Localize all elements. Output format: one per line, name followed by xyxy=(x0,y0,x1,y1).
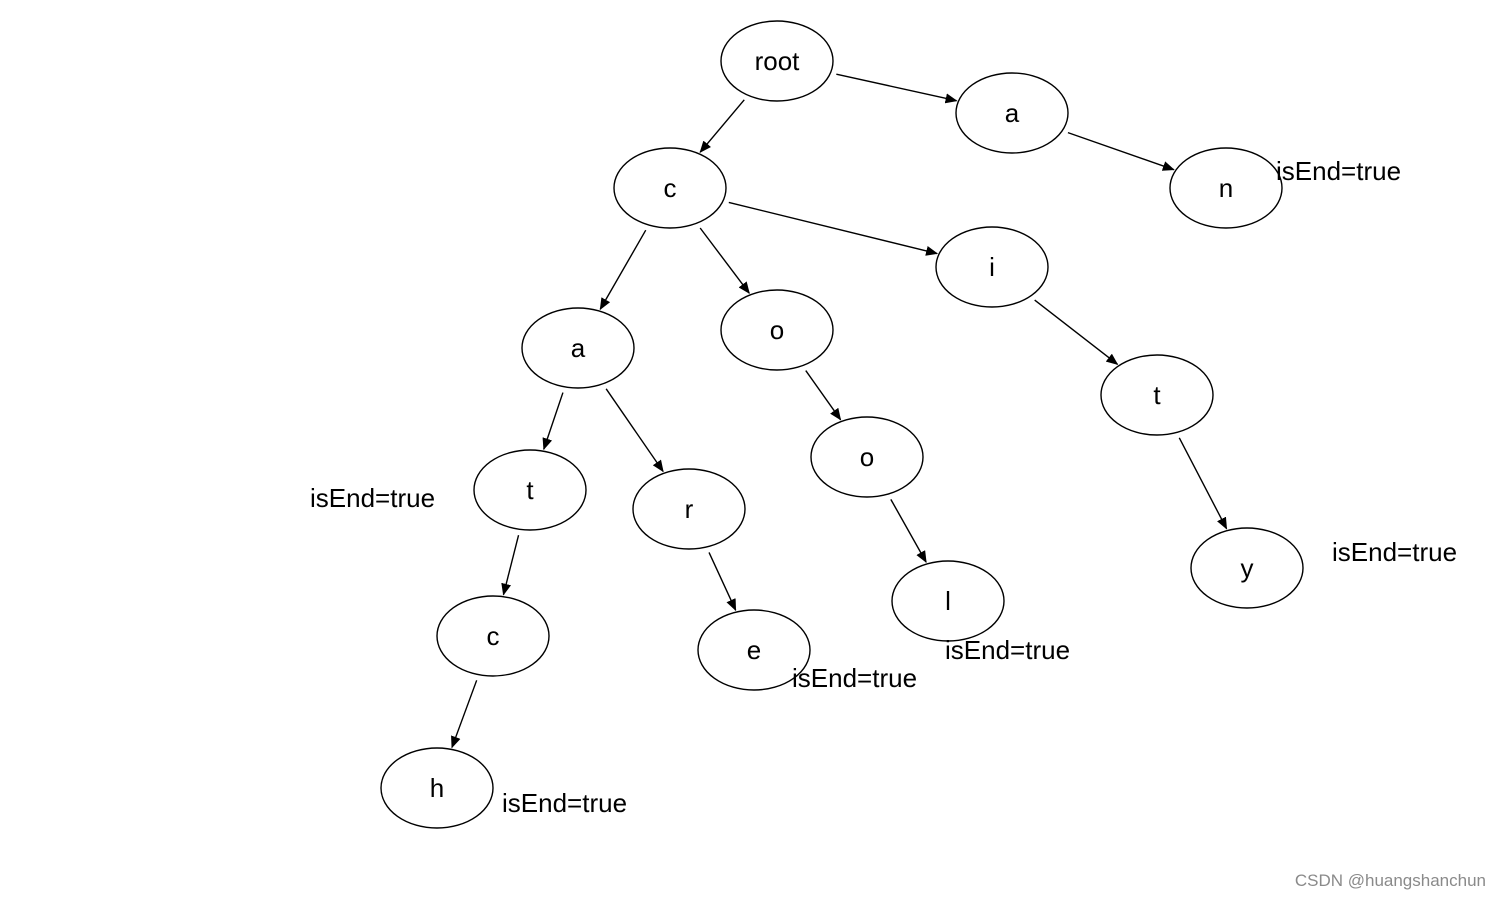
trie-node-r1: r xyxy=(632,468,746,550)
node-label: i xyxy=(989,252,995,282)
nodes-layer: root c a n a o i t r o t c e l y h xyxy=(380,20,1304,829)
edge-a2-r1 xyxy=(605,388,664,473)
node-label: root xyxy=(755,46,801,76)
node-label: a xyxy=(571,333,586,363)
edge-a2-t1 xyxy=(542,392,564,451)
node-label: o xyxy=(770,315,784,345)
node-label: l xyxy=(945,586,951,616)
node-label: a xyxy=(1005,98,1020,128)
node-ellipse xyxy=(632,468,746,550)
is-end-label-e1: isEnd=true xyxy=(792,663,917,693)
node-ellipse xyxy=(521,307,635,389)
node-ellipse xyxy=(1100,354,1214,436)
edge-i1-t2 xyxy=(1034,299,1119,365)
node-ellipse xyxy=(436,595,550,677)
node-ellipse xyxy=(720,289,834,371)
node-ellipse xyxy=(935,226,1049,308)
node-ellipse xyxy=(810,416,924,498)
trie-node-root: root xyxy=(720,20,834,102)
node-label: c xyxy=(664,173,677,203)
edge-c1-a2 xyxy=(599,229,647,311)
is-end-label-n1: isEnd=true xyxy=(1276,156,1401,186)
trie-node-h1: h xyxy=(380,747,494,829)
trie-node-t1: t xyxy=(473,449,587,531)
is-end-label-t1: isEnd=true xyxy=(310,483,435,513)
node-label: e xyxy=(747,635,761,665)
trie-node-i1: i xyxy=(935,226,1049,308)
is-end-label-l1: isEnd=true xyxy=(945,635,1070,665)
edge-t2-y1 xyxy=(1178,437,1228,530)
edge-c1-i1 xyxy=(728,201,939,256)
node-label: h xyxy=(430,773,444,803)
trie-node-a1: a xyxy=(955,72,1069,154)
node-ellipse xyxy=(1169,147,1283,229)
edge-root-c1 xyxy=(699,99,745,153)
node-ellipse xyxy=(697,609,811,691)
edge-c1-o1 xyxy=(699,227,750,294)
trie-node-y1: y xyxy=(1190,527,1304,609)
trie-node-c1: c xyxy=(613,147,727,229)
trie-node-l1: l xyxy=(891,560,1005,642)
trie-node-o1: o xyxy=(720,289,834,371)
is-end-label-y1: isEnd=true xyxy=(1332,537,1457,567)
node-ellipse xyxy=(613,147,727,229)
node-label: o xyxy=(860,442,874,472)
is-end-label-h1: isEnd=true xyxy=(502,788,627,818)
edge-c2-h1 xyxy=(451,680,478,749)
trie-node-o2: o xyxy=(810,416,924,498)
trie-node-c2: c xyxy=(436,595,550,677)
edge-root-a1 xyxy=(836,73,958,104)
edge-t1-c2 xyxy=(501,535,520,596)
edges-layer xyxy=(451,73,1228,749)
node-label: r xyxy=(685,494,694,524)
node-label: c xyxy=(487,621,500,651)
edge-a1-n1 xyxy=(1067,131,1175,171)
edge-r1-e1 xyxy=(708,552,737,612)
node-label: n xyxy=(1219,173,1233,203)
node-label: y xyxy=(1241,553,1254,583)
node-ellipse xyxy=(891,560,1005,642)
watermark: CSDN @huangshanchun xyxy=(1295,871,1486,890)
edge-o1-o2 xyxy=(805,370,842,421)
trie-node-a2: a xyxy=(521,307,635,389)
node-ellipse xyxy=(380,747,494,829)
node-ellipse xyxy=(720,20,834,102)
trie-node-n1: n xyxy=(1169,147,1283,229)
node-label: t xyxy=(1153,380,1161,410)
end-labels-layer: isEnd=true isEnd=true isEnd=true isEnd=true… xyxy=(310,156,1457,818)
trie-node-e1: e xyxy=(697,609,811,691)
node-ellipse xyxy=(1190,527,1304,609)
node-label: t xyxy=(526,475,534,505)
node-ellipse xyxy=(955,72,1069,154)
node-ellipse xyxy=(473,449,587,531)
trie-node-t2: t xyxy=(1100,354,1214,436)
edge-o2-l1 xyxy=(890,499,927,564)
